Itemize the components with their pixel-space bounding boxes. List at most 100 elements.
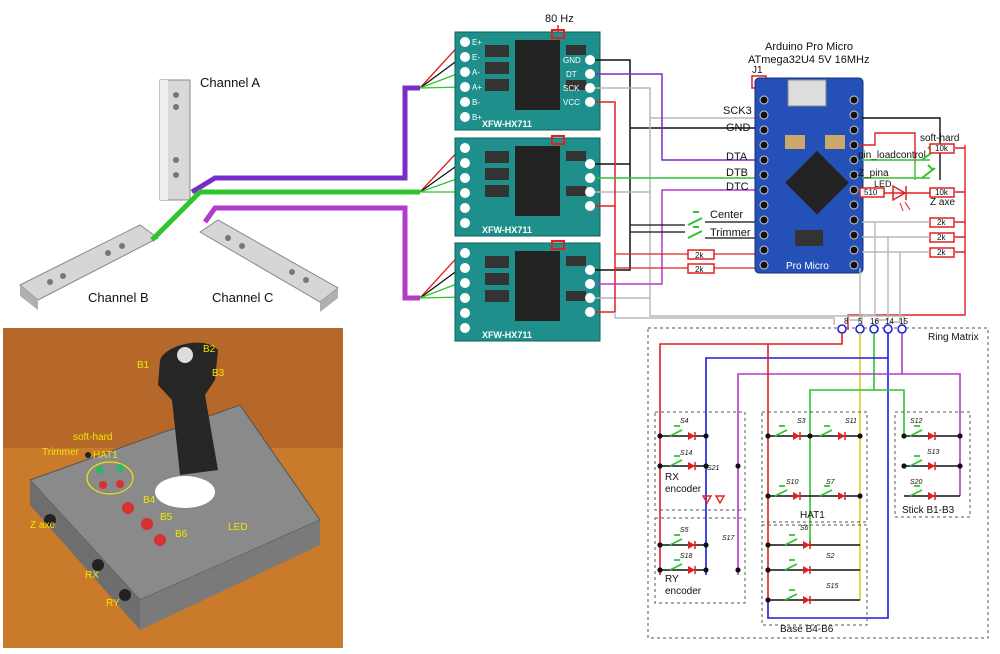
z-pina-label: Z_pina — [858, 168, 889, 179]
svg-text:S20: S20 — [910, 479, 923, 486]
svg-text:Stick B1-B3: Stick B1-B3 — [902, 505, 955, 516]
r2k-left-2-label: 2k — [695, 265, 704, 274]
svg-text:HAT1: HAT1 — [93, 450, 118, 461]
matrix-switch-diode — [774, 425, 801, 440]
svg-text:B1: B1 — [137, 360, 150, 371]
rx-encoder-box — [654, 411, 746, 511]
svg-text:Base B4-B6: Base B4-B6 — [780, 624, 834, 635]
cable-channel-b — [150, 189, 420, 242]
freq-label: 80 Hz — [545, 13, 574, 25]
svg-text:E+: E+ — [472, 38, 482, 47]
resistor-10k-2 — [929, 187, 955, 198]
junction-dot — [807, 433, 813, 439]
load-cell-a — [159, 79, 191, 201]
hx711-label-2: XFW-HX711 — [482, 225, 532, 235]
arduino-board — [754, 77, 864, 274]
junction-dot — [765, 567, 771, 573]
svg-text:16: 16 — [870, 317, 879, 326]
channel-c-label: Channel C — [212, 290, 273, 305]
svg-text:DTB: DTB — [726, 167, 748, 179]
junction-dot — [703, 463, 709, 469]
svg-text:S2: S2 — [826, 553, 835, 560]
soft-hard-label: soft-hard — [920, 133, 959, 144]
svg-text:VCC: VCC — [563, 98, 580, 107]
junction-dot — [657, 463, 663, 469]
junction-dot — [735, 567, 741, 573]
svg-text:RY: RY — [665, 574, 679, 585]
pin-loadcontrol-label: pin_loadcontrol — [858, 150, 926, 161]
center-switch-icon — [687, 211, 703, 226]
svg-text:GND: GND — [563, 56, 581, 65]
photo-labels: B1 B2 B3 soft-hard Trimmer HAT1 B4 B5 B6… — [30, 344, 247, 609]
svg-text:S3: S3 — [797, 418, 806, 425]
hx711-output-wires — [595, 59, 760, 313]
svg-text:Trimmer: Trimmer — [42, 447, 80, 458]
junction-dot — [657, 433, 663, 439]
svg-text:10k: 10k — [935, 144, 949, 153]
svg-text:B4: B4 — [143, 495, 156, 506]
svg-text:2k: 2k — [937, 218, 946, 227]
junction-dot — [957, 463, 963, 469]
svg-text:S17: S17 — [722, 535, 736, 542]
trimmer-label: Trimmer — [710, 227, 751, 239]
matrix-pin-labels: 8 5 16 14 15 — [844, 317, 908, 326]
svg-text:15: 15 — [899, 317, 908, 326]
load-cell-c — [199, 219, 339, 312]
svg-text:DT: DT — [566, 70, 577, 79]
svg-text:Z axe: Z axe — [30, 520, 55, 531]
svg-text:S10: S10 — [786, 479, 799, 486]
svg-text:SCK3: SCK3 — [723, 105, 752, 117]
junction-dot — [901, 463, 907, 469]
channel-b-label: Channel B — [88, 290, 149, 305]
svg-text:RX: RX — [85, 570, 99, 581]
junction-dot — [703, 433, 709, 439]
arduino-title-1: Arduino Pro Micro — [765, 41, 853, 53]
switch-labels: S4 S14 S21 S5 S18 S17 S3 S11 S10 S7 S6 S… — [680, 418, 940, 590]
matrix-switch-diode — [909, 485, 936, 500]
junction-dot — [901, 433, 907, 439]
led-icon — [892, 184, 911, 212]
svg-text:encoder: encoder — [665, 586, 702, 597]
svg-text:B3: B3 — [212, 368, 225, 379]
junction-dot — [765, 542, 771, 548]
svg-text:GND: GND — [726, 122, 751, 134]
svg-text:8: 8 — [844, 317, 849, 326]
ry-encoder-box — [654, 517, 746, 604]
matrix-switches — [657, 425, 963, 604]
hat1-box — [761, 411, 868, 523]
junction-dot — [703, 567, 709, 573]
trimmer-switch-icon — [687, 226, 703, 239]
arduino-title-2: ATmega32U4 5V 16MHz — [748, 54, 869, 66]
svg-text:S12: S12 — [910, 418, 923, 425]
matrix-group-labels: RX encoder RY encoder HAT1 Stick B1-B3 B… — [665, 472, 955, 635]
svg-text:SCK: SCK — [563, 84, 580, 93]
matrix-switch-diode — [784, 589, 811, 604]
matrix-switch-diode — [909, 455, 936, 470]
svg-text:S18: S18 — [680, 553, 693, 560]
svg-text:RY: RY — [106, 598, 120, 609]
svg-text:E-: E- — [472, 53, 480, 62]
svg-text:B+: B+ — [472, 113, 482, 122]
svg-text:S11: S11 — [845, 418, 857, 425]
svg-text:2k: 2k — [937, 233, 946, 242]
svg-text:A+: A+ — [472, 83, 482, 92]
signal-labels: SCK3 GND DTA DTB DTC — [723, 105, 752, 193]
hx711-board-1 — [454, 29, 601, 131]
svg-text:B5: B5 — [160, 512, 173, 523]
resistor-labels-right: 10k 10k 510 2k 2k 2k — [864, 144, 949, 257]
matrix-switch-diode — [669, 455, 696, 470]
svg-text:S7: S7 — [826, 479, 836, 486]
encoder-diode — [701, 495, 713, 505]
svg-text:S6: S6 — [800, 525, 809, 532]
svg-text:B2: B2 — [203, 344, 216, 355]
center-label: Center — [710, 209, 743, 221]
svg-text:S15: S15 — [826, 583, 839, 590]
svg-text:HAT1: HAT1 — [800, 510, 825, 521]
svg-text:5: 5 — [858, 317, 863, 326]
junction-dot — [657, 567, 663, 573]
svg-text:LED: LED — [228, 522, 247, 533]
cable-channel-a — [190, 85, 420, 195]
